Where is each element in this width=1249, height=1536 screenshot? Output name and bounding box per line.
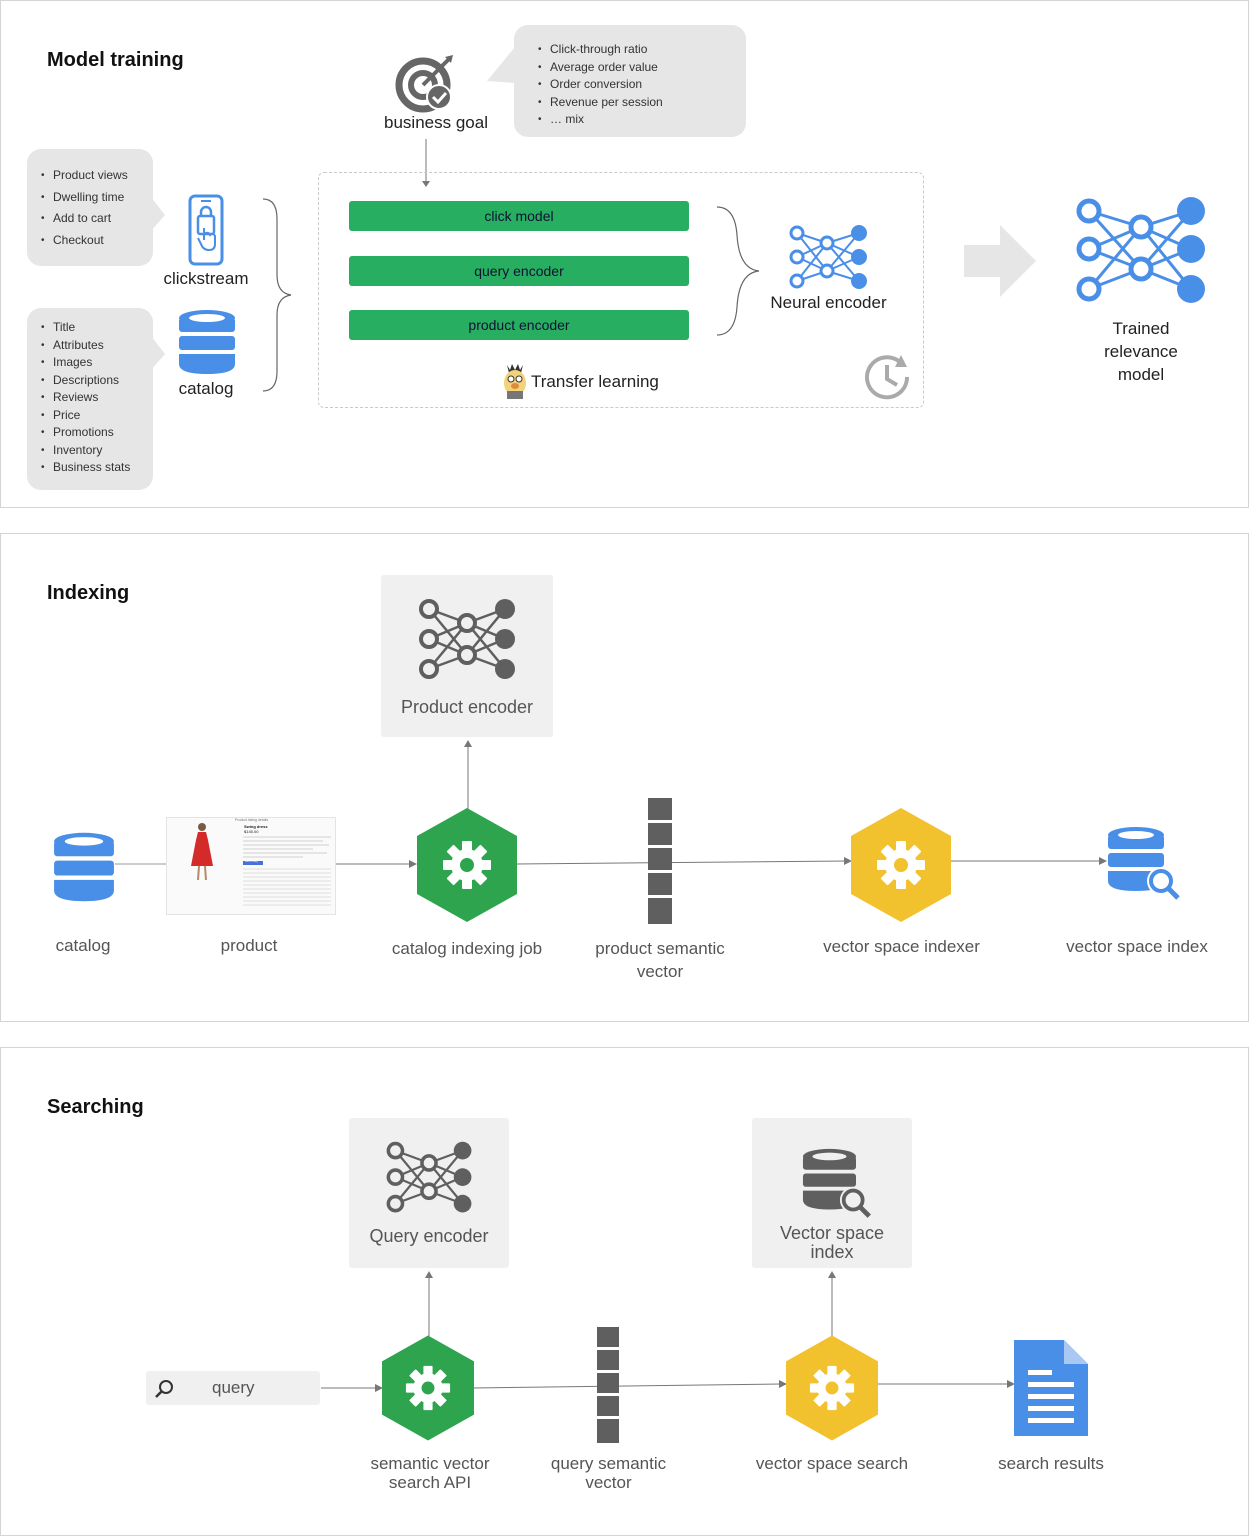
semantic-vector-icon <box>648 798 672 924</box>
catalog-label: catalog <box>178 379 234 398</box>
list-item: Dwelling time <box>39 187 128 209</box>
semantic-vector-icon <box>597 1327 619 1443</box>
list-item: Title <box>39 319 130 337</box>
section-title-searching: Searching <box>47 1096 144 1118</box>
catalog-fields-bubble: Title Attributes Images Descriptions Rev… <box>27 308 153 490</box>
database-icon <box>54 832 114 902</box>
models-brace <box>716 206 760 336</box>
gear-hexagon-icon <box>417 808 517 922</box>
list-item: Promotions <box>39 424 130 442</box>
bert-character-icon <box>504 364 526 399</box>
history-clock-icon <box>865 355 910 400</box>
transfer-learning-label: Transfer learning <box>531 372 659 391</box>
vector-index-arrow <box>828 1271 836 1338</box>
vector-index-label: vector space index <box>1066 937 1208 956</box>
trained-model-network-icon <box>1076 197 1205 303</box>
list-item: Price <box>39 407 130 425</box>
product-encoder-box: Product encoder <box>381 575 553 737</box>
bubble-pointer <box>151 336 165 370</box>
query-search-box[interactable]: query <box>146 1371 320 1405</box>
gear-hexagon-icon <box>786 1335 878 1441</box>
neural-encoder-label: Neural encoder <box>770 293 887 312</box>
card-details-lines <box>243 836 331 906</box>
list-item: Revenue per session <box>536 94 663 112</box>
list-item: Descriptions <box>39 372 130 390</box>
database-icon <box>179 310 235 374</box>
list-item: Average order value <box>536 59 663 77</box>
target-icon <box>395 55 453 113</box>
encoder-arrow <box>464 740 472 811</box>
metrics-list: Click-through ratio Average order value … <box>536 41 663 129</box>
dress-image <box>191 823 213 881</box>
bubble-pointer <box>487 47 515 83</box>
goal-arrow <box>422 139 430 187</box>
query-encoder-bar: query encoder <box>349 256 689 286</box>
product-encoder-bar: product encoder <box>349 310 689 340</box>
fields-list: Title Attributes Images Descriptions Rev… <box>39 319 130 477</box>
vector-search-label: vector space search <box>755 1454 909 1473</box>
metrics-bubble: Click-through ratio Average order value … <box>514 25 746 137</box>
product-card-thumbnail: Product listing details Swing dress $145… <box>166 817 336 915</box>
model-training-panel: Model training business goal Click-throu… <box>0 0 1249 508</box>
indexer-label: vector space indexer <box>823 937 980 956</box>
list-item: Attributes <box>39 337 130 355</box>
neural-network-icon <box>419 599 515 679</box>
indexing-panel: Indexing Product encoder <box>0 533 1249 1022</box>
gear-hexagon-icon <box>851 808 951 922</box>
signals-list: Product views Dwelling time Add to cart … <box>39 165 128 251</box>
search-icon <box>155 1380 173 1398</box>
list-item: Add to cart <box>39 208 128 230</box>
section-title-indexing: Indexing <box>47 582 130 604</box>
smartphone-icon <box>188 194 224 266</box>
trained-model-label: Trained relevance model <box>1104 319 1178 384</box>
list-item: Images <box>39 354 130 372</box>
search-api-label: semantic vector search API <box>370 1454 490 1492</box>
neural-network-icon <box>386 1141 472 1213</box>
card-button: Add to bag <box>245 860 258 863</box>
list-item: Checkout <box>39 230 128 252</box>
big-arrow <box>964 225 1036 297</box>
catalog-label: catalog <box>55 936 111 955</box>
document-icon <box>1014 1340 1088 1436</box>
gear-hexagon-icon <box>382 1335 474 1441</box>
product-vector-label: product semantic vector <box>595 939 725 981</box>
search-results-label: search results <box>998 1454 1104 1473</box>
database-search-icon <box>802 1148 871 1218</box>
clickstream-label: clickstream <box>163 269 249 288</box>
search-flow-lines <box>321 1380 1015 1392</box>
card-price: $145.00 <box>244 829 259 834</box>
product-encoder-label: Product encoder <box>400 697 534 717</box>
neural-network-icon <box>789 225 867 289</box>
list-item: … mix <box>536 111 663 129</box>
list-item: Product views <box>39 165 128 187</box>
click-model-bar: click model <box>349 201 689 231</box>
list-item: Order conversion <box>536 76 663 94</box>
vector-index-box: Vector space index <box>752 1118 912 1268</box>
card-product-name: Swing dress <box>244 824 268 829</box>
query-encoder-arrow <box>425 1271 433 1338</box>
indexing-job-label: catalog indexing job <box>391 939 543 958</box>
vector-index-label: Vector space index <box>779 1223 885 1262</box>
query-vector-label: query semantic vector <box>550 1454 667 1492</box>
input-brace <box>262 198 292 392</box>
query-encoder-label: Query encoder <box>369 1226 489 1246</box>
clickstream-signals-bubble: Product views Dwelling time Add to cart … <box>27 149 153 266</box>
product-label: product <box>220 936 278 955</box>
business-goal-label: business goal <box>384 113 488 132</box>
database-search-icon <box>1108 827 1180 900</box>
card-header: Product listing details <box>235 818 269 822</box>
list-item: Click-through ratio <box>536 41 663 59</box>
bubble-pointer <box>151 197 165 231</box>
training-pipeline-container <box>318 172 924 408</box>
list-item: Business stats <box>39 459 130 477</box>
indexing-flow-lines <box>115 857 1107 868</box>
section-title-training: Model training <box>47 49 184 71</box>
searching-panel: Searching Query encoder <box>0 1047 1249 1536</box>
query-encoder-box: Query encoder <box>349 1118 509 1268</box>
list-item: Reviews <box>39 389 130 407</box>
list-item: Inventory <box>39 442 130 460</box>
query-text: query <box>212 1378 255 1397</box>
